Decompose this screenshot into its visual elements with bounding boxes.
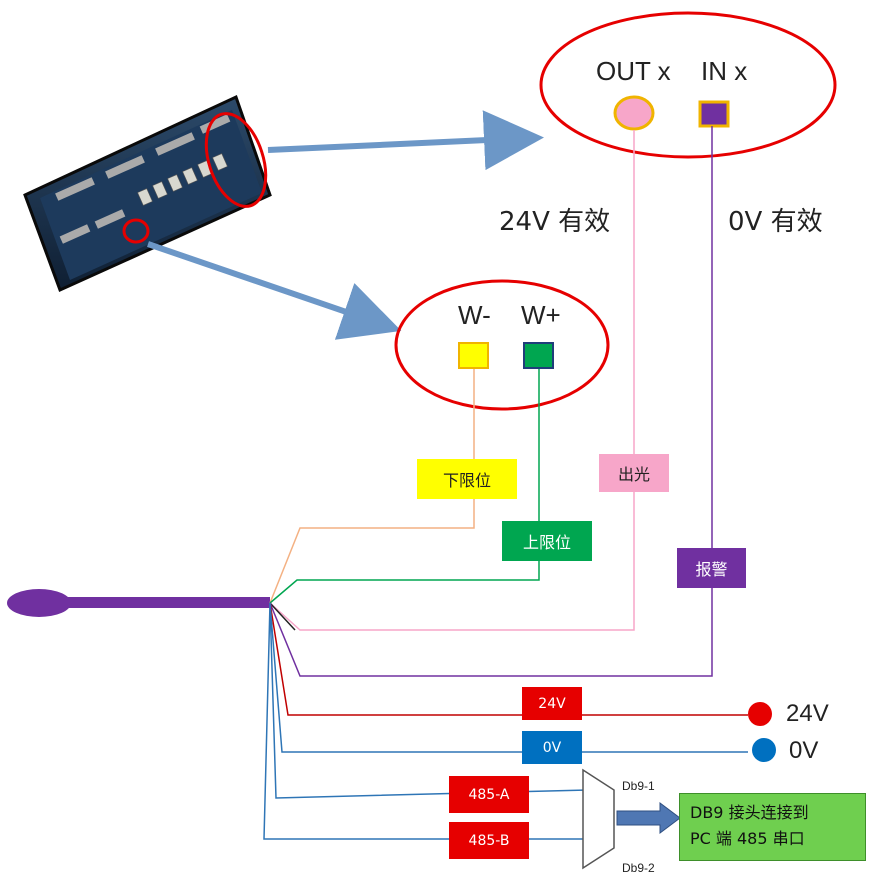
pc-serial-box: DB9 接头连接到 PC 端 485 串口 — [679, 793, 866, 861]
wire-upper-limit — [269, 369, 540, 604]
out-terminal-icon — [613, 95, 655, 131]
in-port-label: IN x — [701, 56, 748, 86]
wire-485-b — [263, 602, 588, 840]
out-port-label: OUT x — [596, 56, 671, 86]
arrow-to-out-port — [267, 110, 544, 171]
cable-end-icon — [7, 589, 71, 617]
tag-alarm: 报警 — [677, 548, 746, 588]
wire-alarm — [269, 126, 713, 677]
controller-board-image — [23, 94, 272, 293]
w-plus-terminal-icon — [523, 342, 554, 369]
out-port-ellipse — [539, 11, 837, 159]
w-minus-label: W- — [458, 300, 491, 330]
db9-2-label: Db9-2 — [622, 861, 655, 875]
w-minus-terminal-icon — [458, 342, 489, 369]
pc-box-line1: DB9 接头连接到 — [690, 803, 809, 822]
db9-1-label: Db9-1 — [622, 779, 655, 793]
tag-0v: 0V — [522, 731, 582, 764]
tag-485-a: 485-A — [449, 776, 529, 813]
tag-light-out: 出光 — [599, 454, 669, 492]
wire-0v — [269, 602, 748, 753]
w-plus-label: W+ — [521, 300, 561, 330]
tag-lower-limit: 下限位 — [417, 459, 517, 499]
arrow-to-pc — [616, 802, 681, 834]
tag-485-b: 485-B — [449, 822, 529, 859]
validity-0v-label: 0V 有效 — [728, 207, 823, 237]
wire-24v — [269, 602, 748, 716]
db9-connector-icon — [582, 768, 615, 870]
power-24v-dot-icon — [748, 702, 772, 726]
wire-light-out — [269, 130, 635, 631]
wire-black — [269, 602, 296, 631]
validity-24v-label: 24V 有效 — [499, 207, 611, 237]
arrow-to-w-port — [147, 241, 402, 340]
cable-bundle — [60, 597, 270, 608]
tag-upper-limit: 上限位 — [502, 521, 592, 561]
power-0v-label: 0V — [789, 737, 819, 764]
w-port-ellipse — [394, 279, 610, 411]
wire-lower-limit — [269, 369, 475, 604]
in-terminal-icon — [698, 100, 730, 128]
tag-24v: 24V — [522, 687, 582, 720]
power-24v-label: 24V — [786, 700, 829, 727]
power-0v-dot-icon — [752, 738, 776, 762]
pc-box-line2: PC 端 485 串口 — [690, 829, 805, 848]
